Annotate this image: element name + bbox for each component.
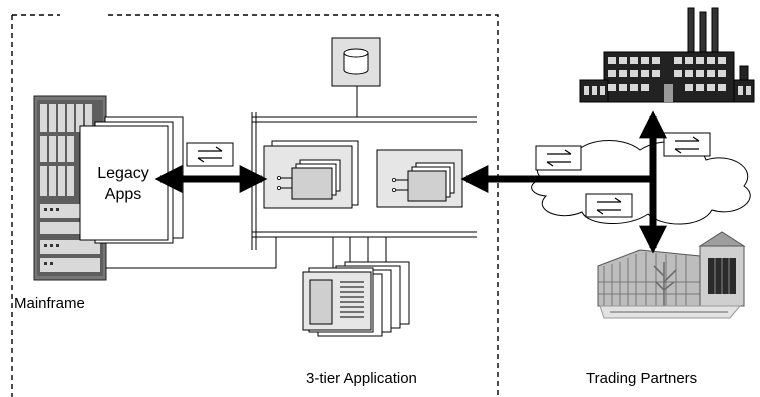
mainframe-bus-connector: [106, 237, 277, 269]
trading-partners-label: Trading Partners: [586, 370, 697, 387]
connection-arrows: [154, 110, 667, 254]
factory-icon: [579, 7, 755, 103]
mainframe-label: Mainframe: [14, 295, 85, 312]
office-building-icon: [597, 231, 746, 319]
database-icon: [331, 37, 381, 87]
document-stack-icon: [302, 261, 410, 337]
legacy-apps-label-line2: Apps: [105, 186, 141, 203]
component-panel-right: [376, 149, 463, 208]
enterprise-boundary: [11, 14, 499, 397]
exchange-arrows-icon-cloud-left: [535, 145, 582, 171]
exchange-arrows-icon-cloud-top: [663, 132, 711, 157]
legacy-apps-label-line1: Legacy: [97, 165, 149, 182]
app-label: 3-tier Application: [306, 370, 417, 387]
app-server-frame: [251, 112, 477, 250]
client-connectors: [332, 237, 387, 268]
component-panel-left: [263, 140, 359, 209]
exchange-arrows-icon: [186, 142, 234, 167]
exchange-arrows-icon-cloud-bottom: [585, 193, 633, 218]
